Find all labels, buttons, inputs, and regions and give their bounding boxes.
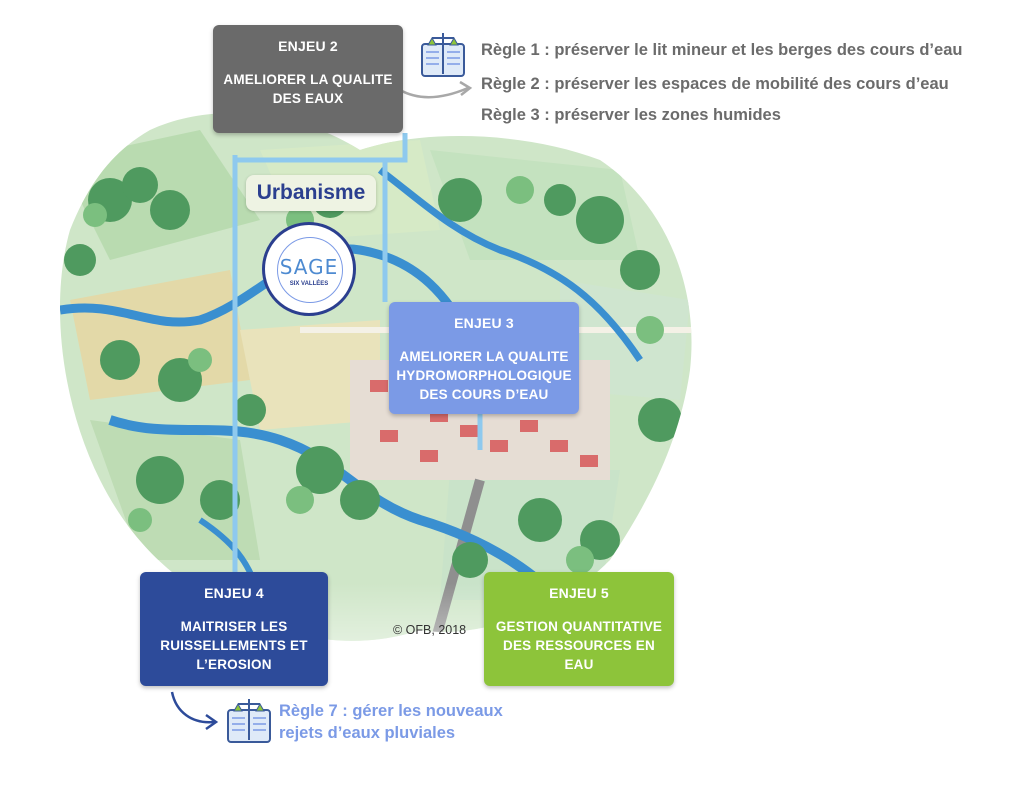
enjeu-2-box: ENJEU 2 AMELIORER LA QUALITE DES EAUX	[213, 25, 403, 133]
arrow-to-rules-top	[399, 86, 469, 99]
law-book-scales-icon	[421, 33, 465, 77]
enjeu-5-text: GESTION QUANTITATIVE DES RESSOURCES EN E…	[495, 619, 663, 672]
rule-2-text: Règle 2 : préserver les espaces de mobil…	[481, 75, 949, 93]
enjeu-4-text: MAITRISER LES RUISSELLEMENTS ET L’EROSIO…	[160, 619, 308, 672]
rule-7-text: Règle 7 : gérer les nouveaux rejets d’ea…	[279, 702, 503, 742]
enjeu-4-box: ENJEU 4 MAITRISER LES RUISSELLEMENTS ET …	[140, 572, 328, 686]
arrow-to-rule-7-head	[205, 713, 219, 731]
connector-urbanisme-to-enjeu2	[385, 133, 408, 163]
enjeu-2-number: ENJEU 2	[278, 38, 338, 54]
enjeu-5-box: ENJEU 5 GESTION QUANTITATIVE DES RESSOUR…	[484, 572, 674, 686]
arrow-to-rules-top-head	[459, 80, 473, 96]
enjeu-3-number: ENJEU 3	[454, 315, 514, 331]
sage-logo-subtitle: SIX VALLÉES	[289, 281, 329, 287]
sage-logo: SAGE SIX VALLÉES	[262, 222, 356, 316]
enjeu-4-number: ENJEU 4	[204, 585, 264, 601]
urbanisme-label: Urbanisme	[246, 175, 376, 211]
rule-3-text: Règle 3 : préserver les zones humides	[481, 106, 781, 124]
law-book-scales-icon	[227, 699, 271, 743]
enjeu-3-text: AMELIORER LA QUALITE HYDROMORPHOLOGIQUE …	[396, 349, 572, 402]
enjeu-3-box: ENJEU 3 AMELIORER LA QUALITE HYDROMORPHO…	[389, 302, 579, 414]
connector-lines	[232, 133, 483, 572]
copyright-text: © OFB, 2018	[393, 623, 467, 637]
sage-logo-word: SAGE	[279, 255, 339, 279]
rule-1-text: Règle 1 : préserver le lit mineur et les…	[481, 41, 963, 59]
enjeu-5-number: ENJEU 5	[549, 585, 609, 601]
sage-logo-ring	[277, 237, 343, 303]
arrow-to-rule-7	[170, 691, 215, 724]
enjeu-2-text: AMELIORER LA QUALITE DES EAUX	[223, 72, 393, 106]
